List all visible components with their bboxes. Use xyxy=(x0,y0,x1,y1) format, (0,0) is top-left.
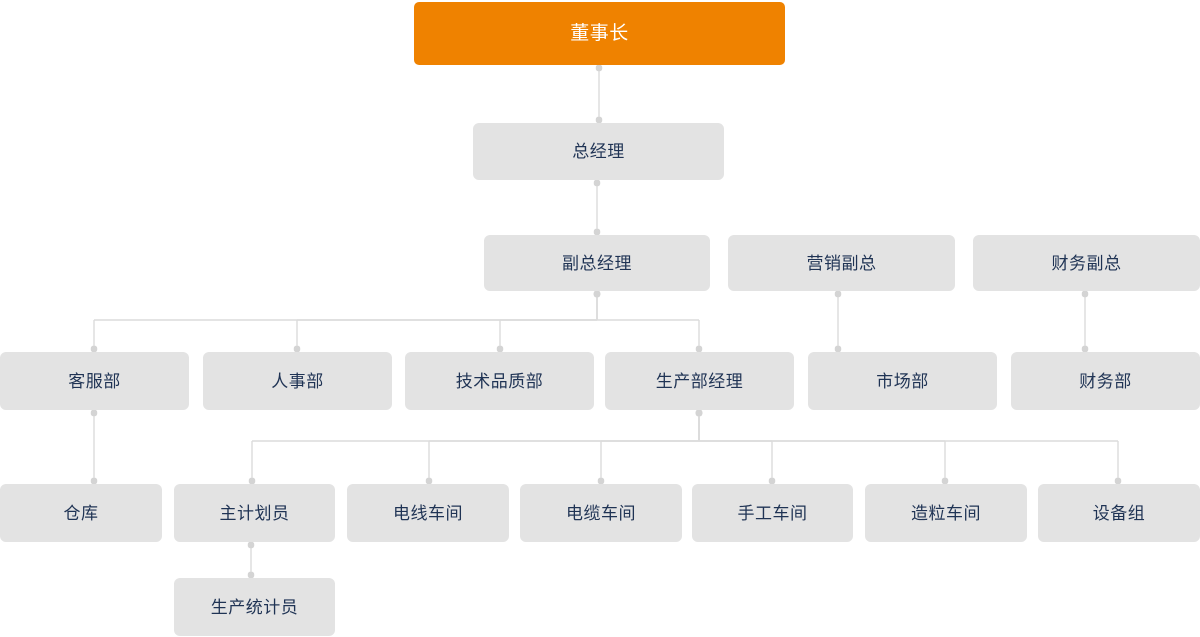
org-node-n1[interactable]: 总经理 xyxy=(473,123,724,180)
org-node-label: 技术品质部 xyxy=(455,371,544,391)
org-node-n14[interactable]: 电缆车间 xyxy=(520,484,682,542)
org-node-n7[interactable]: 技术品质部 xyxy=(405,352,594,410)
org-node-n16[interactable]: 造粒车间 xyxy=(865,484,1027,542)
org-node-n18[interactable]: 生产统计员 xyxy=(174,578,335,636)
org-node-label: 财务部 xyxy=(1079,371,1132,391)
org-node-n3[interactable]: 营销副总 xyxy=(728,235,955,291)
connector-n3-to-n9-start-dot xyxy=(834,290,842,298)
org-node-label: 客服部 xyxy=(68,371,121,391)
org-node-n6[interactable]: 人事部 xyxy=(203,352,392,410)
org-node-n5[interactable]: 客服部 xyxy=(0,352,189,410)
org-node-label: 市场部 xyxy=(876,371,929,391)
connector-n8-to-n12-start-dot xyxy=(695,409,703,417)
connector-n4-to-n10-start-dot xyxy=(1081,290,1089,298)
org-node-n4[interactable]: 财务副总 xyxy=(973,235,1200,291)
connector-n5-to-n11-start-dot xyxy=(90,409,98,417)
org-node-label: 设备组 xyxy=(1092,503,1146,523)
org-node-n11[interactable]: 仓库 xyxy=(0,484,162,542)
org-node-n15[interactable]: 手工车间 xyxy=(692,484,853,542)
org-node-label: 电缆车间 xyxy=(566,503,636,523)
org-node-label: 电线车间 xyxy=(393,503,463,523)
org-node-label: 副总经理 xyxy=(562,253,632,273)
org-node-label: 主计划员 xyxy=(219,503,290,523)
connector-n8-to-n14-start-dot xyxy=(695,409,703,417)
connector-n2-to-n5-start-dot xyxy=(593,290,601,298)
connector-n8-to-n15-start-dot xyxy=(695,409,703,417)
org-node-label: 生产部经理 xyxy=(655,371,744,391)
connector-n0-to-n1-start-dot xyxy=(595,64,603,72)
org-node-label: 仓库 xyxy=(63,503,99,523)
org-node-n10[interactable]: 财务部 xyxy=(1011,352,1200,410)
org-node-label: 人事部 xyxy=(271,371,324,391)
org-node-n9[interactable]: 市场部 xyxy=(808,352,997,410)
connector-n12-to-n18-start-dot xyxy=(247,541,255,549)
org-node-n0[interactable]: 董事长 xyxy=(414,2,785,65)
org-node-n17[interactable]: 设备组 xyxy=(1038,484,1200,542)
org-node-n13[interactable]: 电线车间 xyxy=(347,484,509,542)
connector-n2-to-n8-start-dot xyxy=(593,290,601,298)
org-node-n8[interactable]: 生产部经理 xyxy=(605,352,794,410)
org-node-label: 营销副总 xyxy=(806,253,877,273)
connector-n8-to-n13-start-dot xyxy=(695,409,703,417)
org-node-label: 董事长 xyxy=(570,23,629,44)
org-node-label: 造粒车间 xyxy=(911,503,981,523)
org-node-label: 手工车间 xyxy=(737,503,808,523)
org-node-n12[interactable]: 主计划员 xyxy=(174,484,335,542)
org-node-label: 生产统计员 xyxy=(210,597,299,617)
connector-n8-to-n16-start-dot xyxy=(695,409,703,417)
connector-n2-to-n7-start-dot xyxy=(593,290,601,298)
connector-n8-to-n17-start-dot xyxy=(695,409,703,417)
org-node-n2[interactable]: 副总经理 xyxy=(484,235,710,291)
connector-n1-to-n2-start-dot xyxy=(593,179,601,187)
org-node-label: 财务副总 xyxy=(1051,253,1122,273)
connector-n2-to-n6-start-dot xyxy=(593,290,601,298)
org-node-label: 总经理 xyxy=(572,142,625,161)
